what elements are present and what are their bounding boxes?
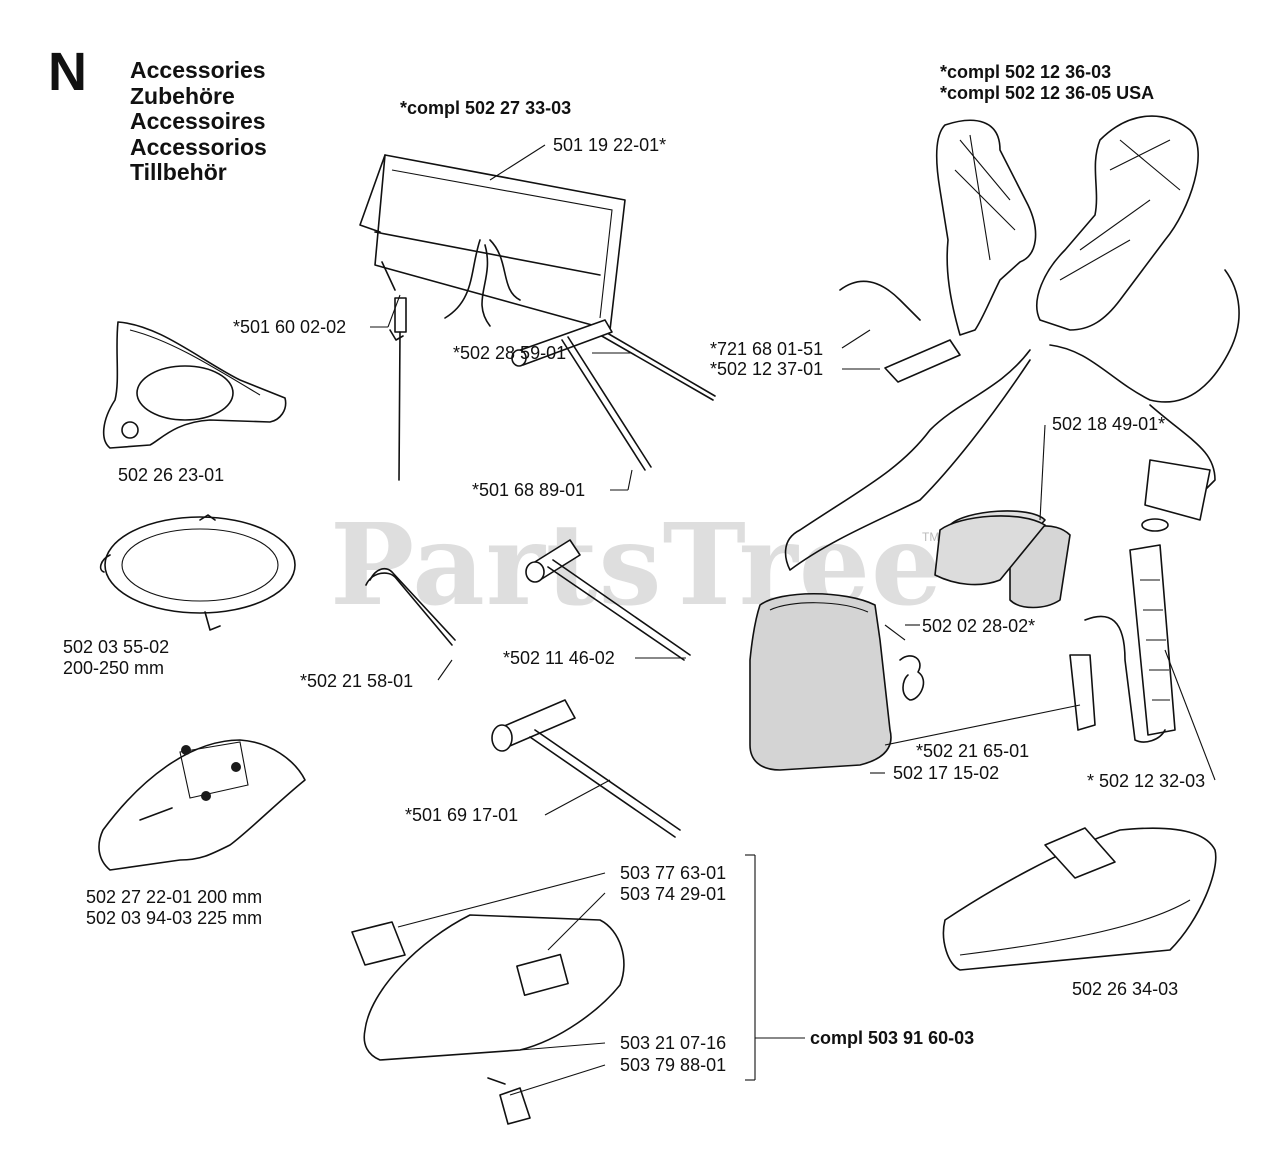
- part-label-ring-guard-size: 200-250 mm: [63, 658, 165, 678]
- tool-bag-drawing: [359, 154, 626, 331]
- section-titles: Accessories Zubehöre Accessoires Accesso…: [130, 57, 267, 186]
- part-label-strap: * 502 12 32-03: [1087, 771, 1206, 791]
- part-label-t-wrench: *501 68 89-01: [472, 480, 586, 500]
- guard-drawing: [98, 739, 306, 871]
- part-label-decal: 503 74 29-01: [620, 884, 727, 904]
- part-label-bracket: 503 79 88-01: [620, 1055, 727, 1075]
- kit-label-harness-1: *compl 502 12 36-03: [940, 62, 1112, 82]
- kit-label-bag: *compl 502 27 33-03: [400, 98, 572, 118]
- strap-drawing: [1069, 544, 1176, 743]
- harness-drawing: [784, 115, 1240, 571]
- part-label-hip-pad: 502 18 49-01*: [1052, 414, 1166, 434]
- part-label-combi-wrench: *501 69 17-01: [405, 805, 519, 825]
- hex-key-drawing: [365, 567, 456, 646]
- watermark-trademark: TM: [922, 530, 940, 544]
- part-label-buckle: *502 21 65-01: [916, 741, 1030, 761]
- part-label-ring-guard: 502 03 55-02: [63, 637, 170, 657]
- part-label-rivet: *501 60 02-02: [233, 317, 347, 337]
- rod-drawing: [599, 329, 716, 401]
- carry-pad-drawing: [749, 592, 892, 771]
- section-title-en: Accessories: [130, 57, 266, 83]
- part-label-pad: 502 17 15-02: [893, 763, 1000, 783]
- round-guard-drawing: [102, 321, 287, 449]
- part-label-guard-225: 502 03 94-03 225 mm: [86, 908, 263, 928]
- part-label-screw: 503 21 07-16: [620, 1033, 727, 1053]
- section-title-de: Zubehöre: [130, 82, 235, 109]
- part-label-clip: 502 02 28-02*: [922, 616, 1036, 636]
- t-wrench-drawing: [511, 319, 652, 471]
- clip-drawing: [899, 655, 925, 701]
- part-label-hook-2: *502 12 37-01: [710, 359, 824, 379]
- part-label-socket-wrench: *502 11 46-02: [503, 648, 615, 668]
- combination-wrench-drawing: [491, 699, 681, 838]
- hip-pad-drawing: [934, 510, 1071, 609]
- socket-wrench-drawing: [525, 539, 691, 661]
- part-label-bag-cover: 501 19 22-01*: [553, 135, 667, 155]
- section-title-fr: Accessoires: [130, 108, 266, 134]
- kit-label-guard: compl 503 91 60-03: [810, 1028, 975, 1048]
- section-title-sv: Tillbehör: [130, 159, 227, 185]
- section-letter: N: [48, 42, 87, 102]
- long-guard-drawing: [942, 827, 1217, 971]
- leader-lines: [370, 144, 1216, 1096]
- part-label-hex-key: *502 21 58-01: [300, 671, 414, 691]
- part-label-guard-long: 502 26 34-03: [1072, 979, 1179, 999]
- part-label-plate: 503 77 63-01: [620, 863, 727, 883]
- kit-label-harness-2: *compl 502 12 36-05 USA: [940, 83, 1155, 103]
- part-label-guard-200: 502 27 22-01 200 mm: [86, 887, 263, 907]
- section-title-es: Accessorios: [130, 133, 267, 160]
- part-label-rod: *502 28 59-01: [453, 343, 567, 363]
- part-label-guard-round: 502 26 23-01: [118, 465, 225, 485]
- ring-guard-drawing: [99, 514, 296, 631]
- guard-kit-drawing: [351, 914, 625, 1125]
- part-label-hook-1: *721 68 01-51: [710, 339, 824, 359]
- rivet-drawing: [389, 297, 407, 481]
